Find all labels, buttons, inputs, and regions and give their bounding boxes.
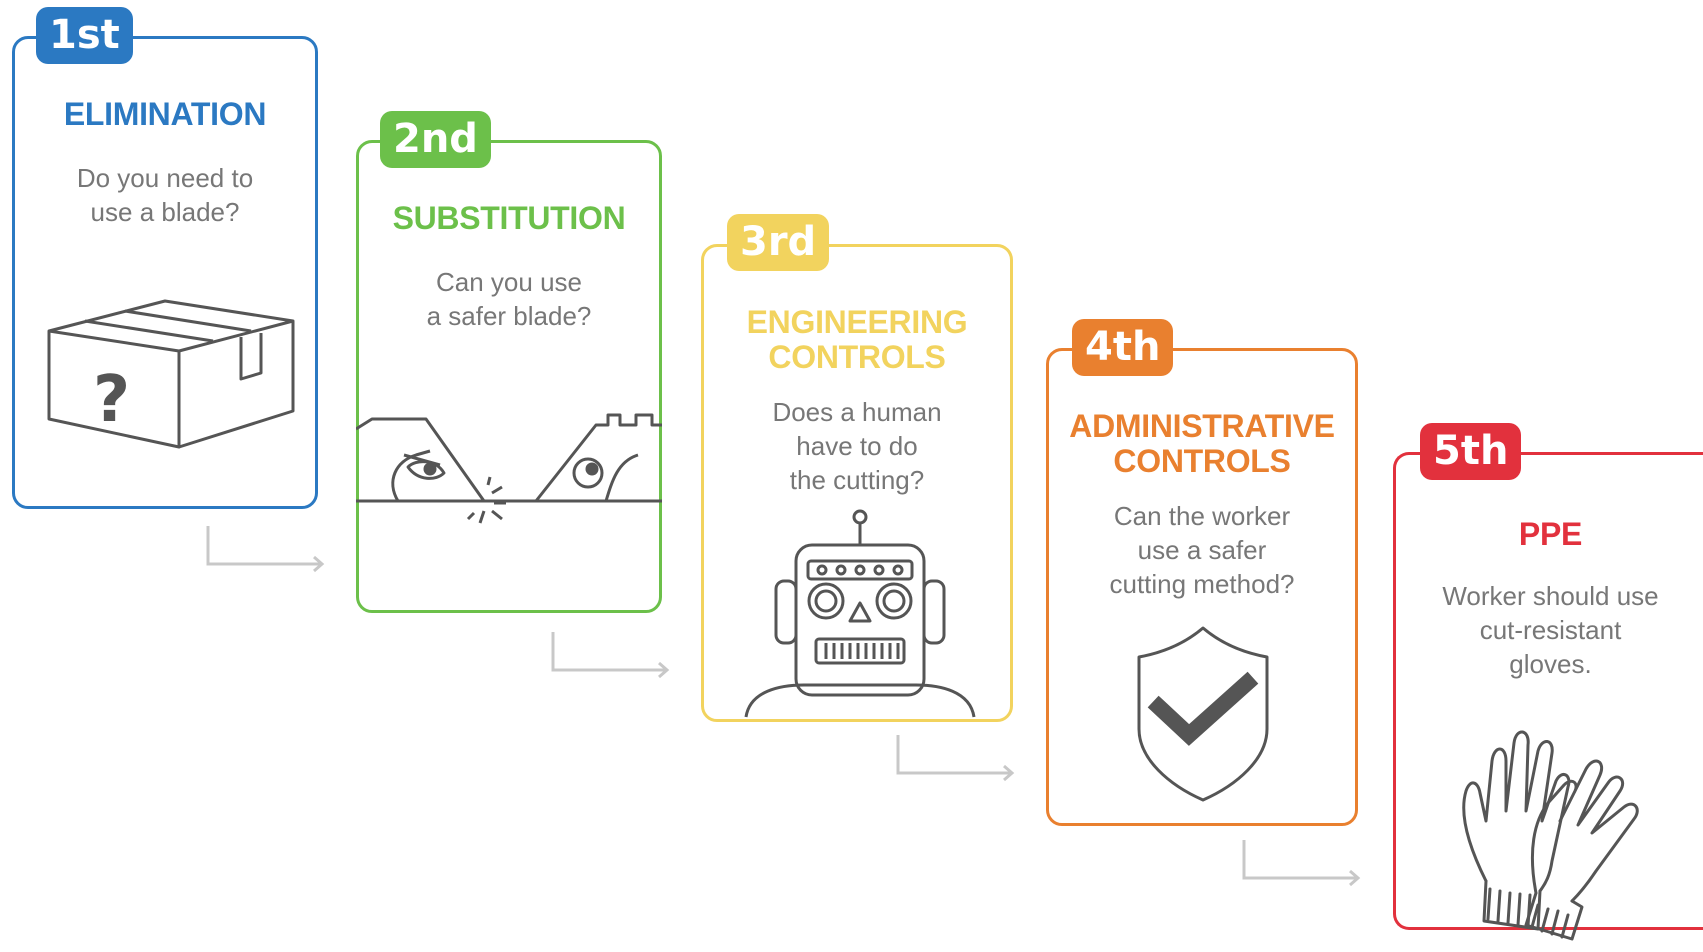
step-question: Does a human have to do the cutting? — [772, 397, 942, 495]
rank-badge: 2nd — [380, 111, 491, 168]
rank-badge: 4th — [1072, 319, 1174, 376]
rank-badge: 3rd — [727, 214, 830, 271]
gloves-icon — [1456, 721, 1666, 941]
step-title: ADMINISTRATIVE CONTROLS — [1069, 408, 1335, 479]
step-question: Can the worker use a safer cutting metho… — [1109, 501, 1295, 599]
step-title: SUBSTITUTION — [392, 200, 626, 236]
step-question: Do you need to use a blade? — [76, 163, 254, 227]
step-card-engineering-controls: ENGINEERING CONTROLS Does a human have t… — [701, 244, 1013, 722]
step-title: PPE — [1518, 516, 1583, 552]
step-card-elimination: ELIMINATION Do you need to use a blade? … — [12, 36, 318, 509]
blade-comparison-icon — [356, 411, 662, 531]
rank-label: 5th — [1433, 428, 1509, 474]
connector-arrow — [1242, 840, 1361, 887]
connector-arrow — [551, 632, 670, 679]
rank-label: 3rd — [740, 219, 817, 265]
step-card-ppe: PPE Worker should use cut-resistant glov… — [1393, 452, 1703, 941]
robot-icon — [730, 509, 990, 719]
svg-text:?: ? — [93, 363, 130, 437]
connector-arrow — [206, 526, 325, 573]
step-card-substitution: SUBSTITUTION Can you use a safer blade? — [356, 140, 662, 613]
shield-check-icon — [1135, 625, 1271, 803]
step-question: Worker should use cut-resistant gloves. — [1442, 581, 1659, 679]
rank-label: 2nd — [393, 116, 478, 162]
rank-label: 4th — [1085, 324, 1161, 370]
rank-badge: 1st — [36, 7, 133, 64]
connector-arrow — [896, 735, 1015, 782]
step-title: ELIMINATION — [63, 96, 267, 132]
step-card-administrative-controls: ADMINISTRATIVE CONTROLS Can the worker u… — [1046, 348, 1358, 826]
step-question: Can you use a safer blade? — [426, 267, 592, 331]
rank-label: 1st — [49, 12, 120, 58]
rank-badge: 5th — [1420, 423, 1522, 480]
step-title: ENGINEERING CONTROLS — [746, 304, 968, 375]
mystery-box-icon: ? — [45, 289, 305, 469]
